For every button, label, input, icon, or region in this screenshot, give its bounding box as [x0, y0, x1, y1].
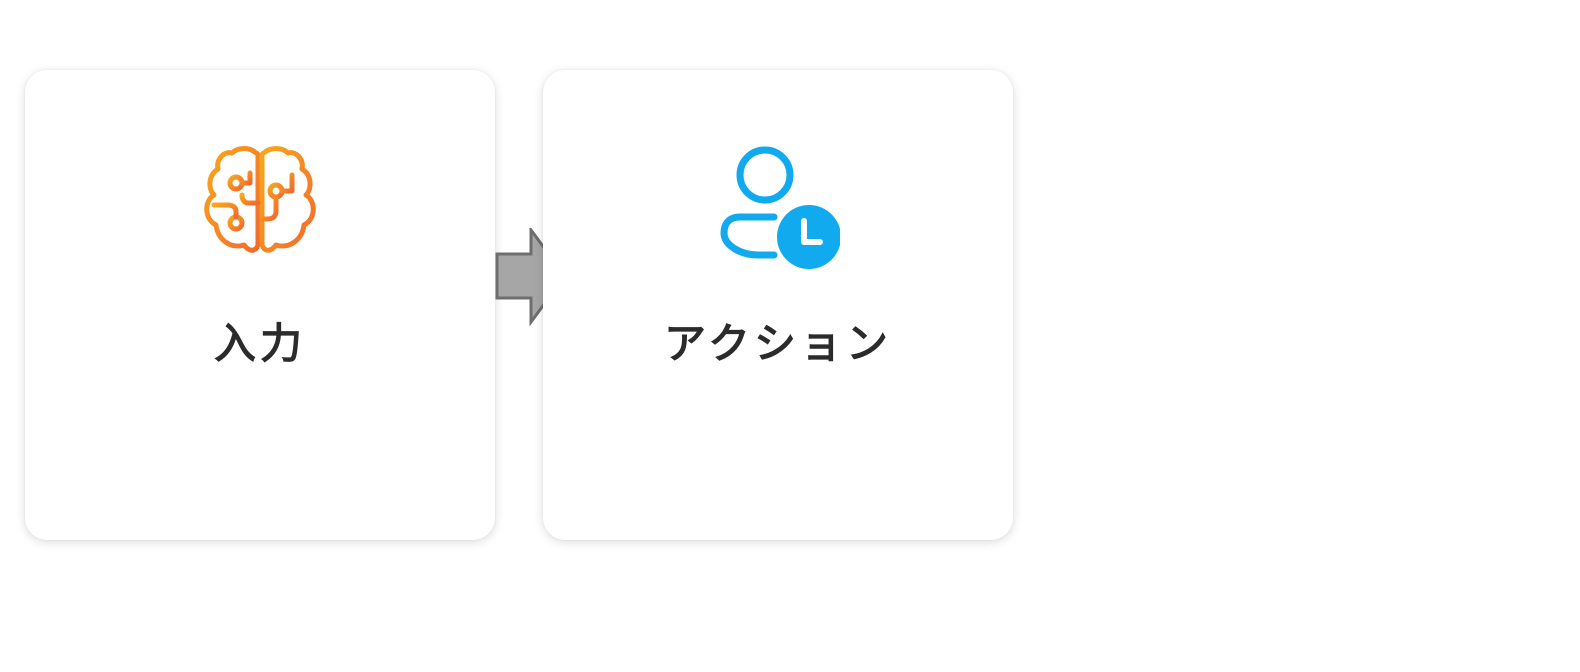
brain-circuit-icon: [204, 146, 316, 253]
user-clock-icon: [720, 146, 840, 269]
step-card-action: アクション: [543, 70, 1013, 540]
step-label-input: 入力: [213, 319, 306, 368]
step-card-input: 入力: [25, 70, 495, 540]
step-label-action: アクション: [664, 319, 892, 368]
